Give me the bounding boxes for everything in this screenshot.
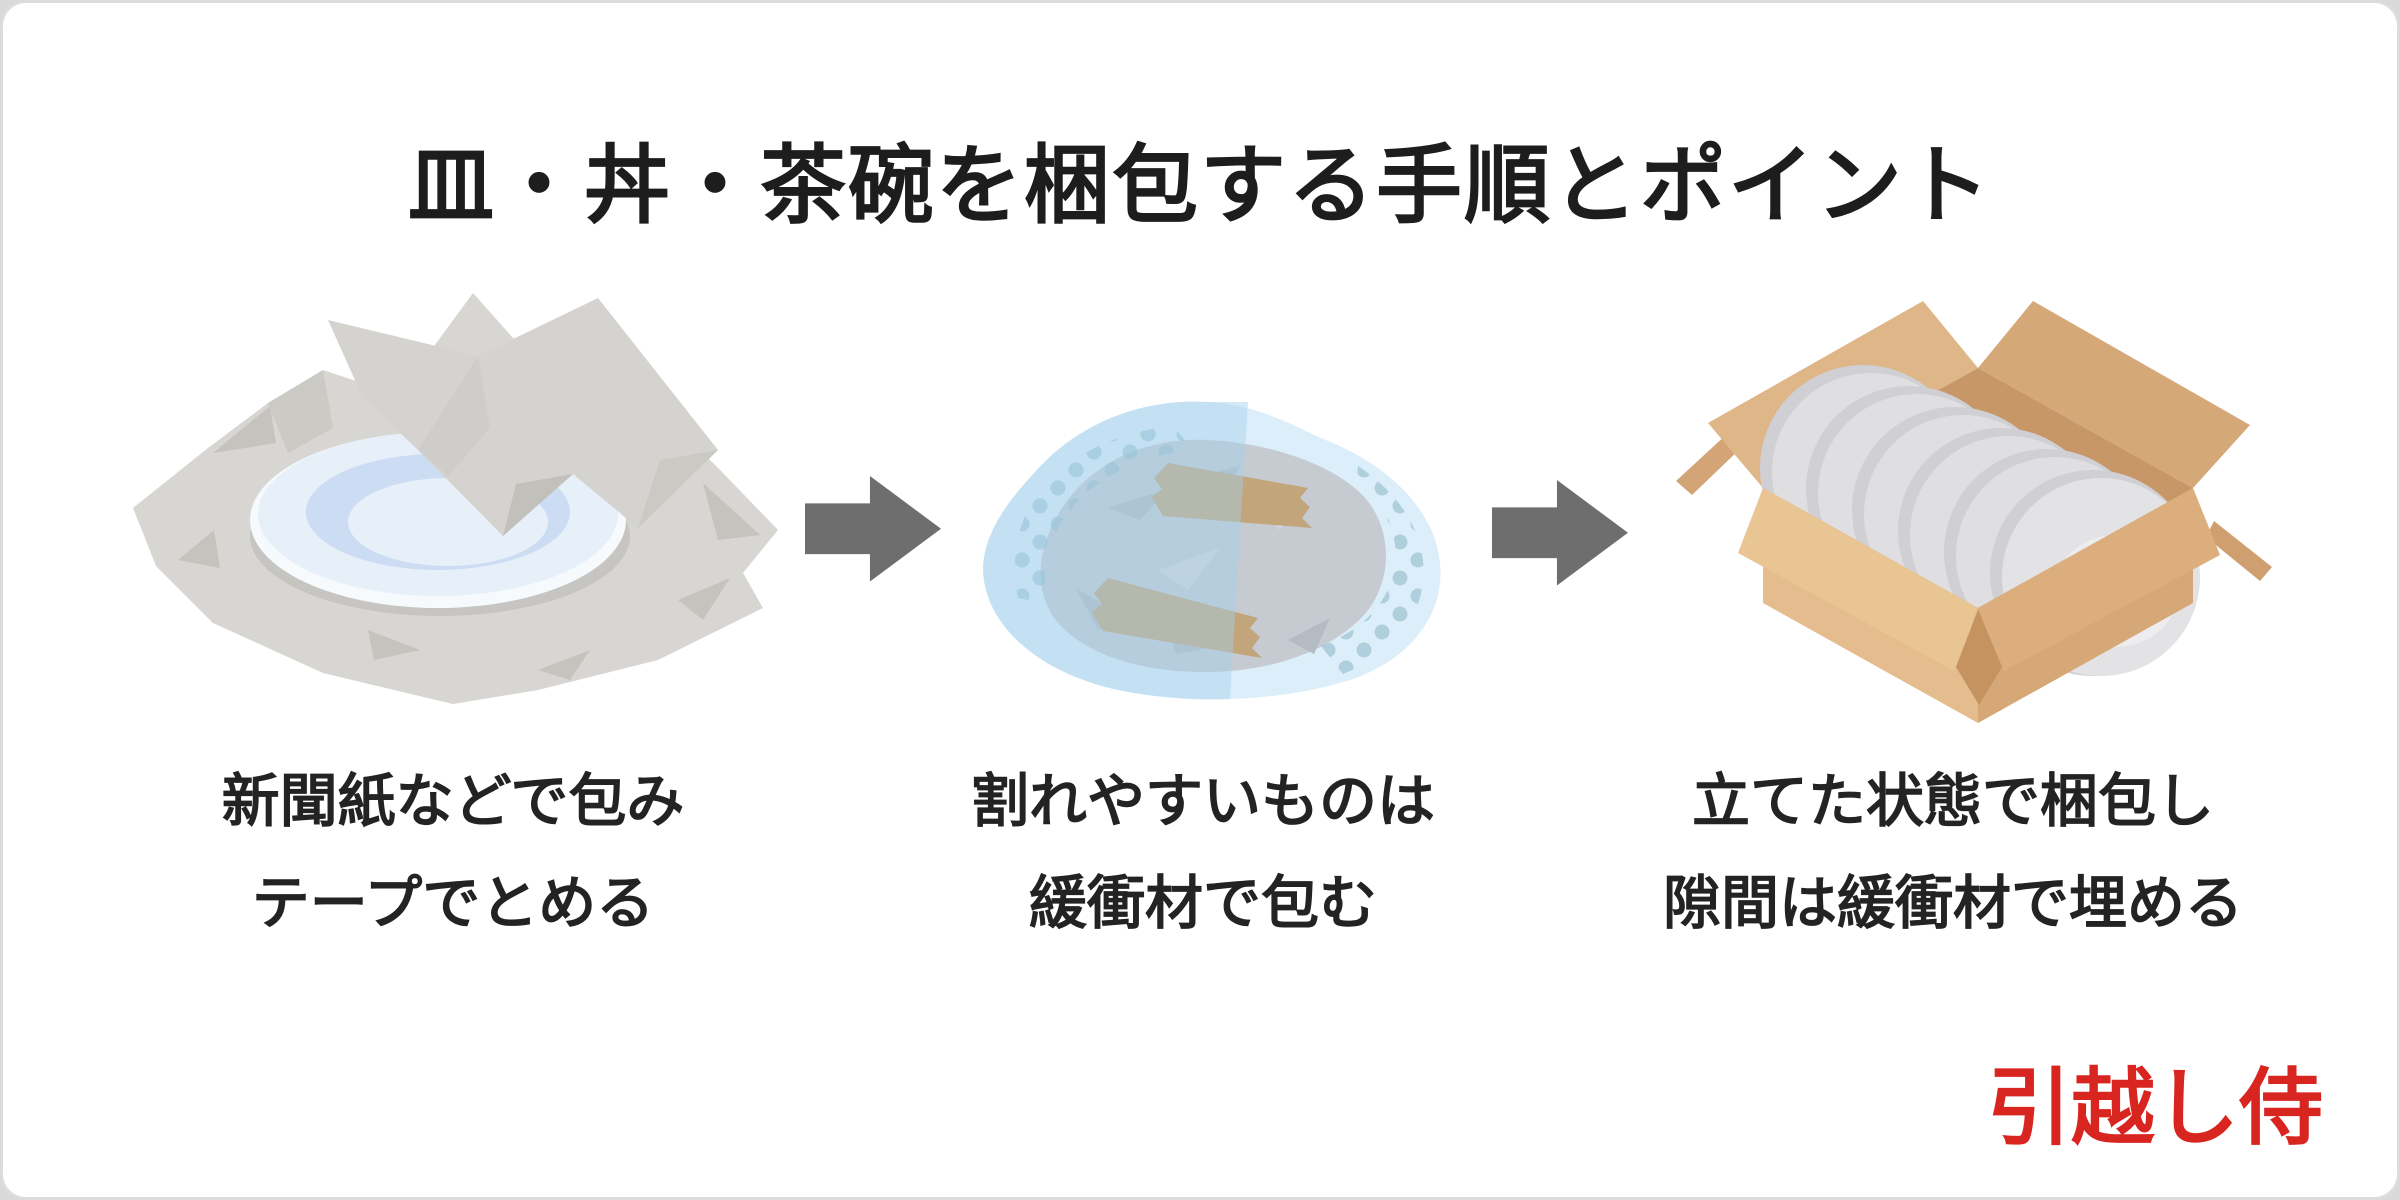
step1-caption: 新聞紙などで包み テープでとめる [103, 751, 803, 955]
bubble-wrap-plate-illustration [958, 388, 1458, 708]
page-title: 皿・丼・茶碗を梱包する手順とポイント [408, 138, 1992, 234]
step2-caption-line2: 緩衝材で包む [1028, 871, 1377, 936]
step3-caption: 立てた状態で梱包し 隙間は緩衝材で埋める [1558, 751, 2348, 955]
cardboard-box-plates-illustration [1668, 273, 2288, 728]
arrow-right-icon [805, 476, 941, 582]
step2-caption-line1: 割れやすいものは [970, 769, 1435, 834]
bubble-wrap-icon [983, 401, 1441, 700]
step2-caption: 割れやすいものは 緩衝材で包む [853, 751, 1553, 955]
newspaper-wrapped-plate-illustration [118, 278, 788, 708]
cardboard-box-icon [1676, 301, 2272, 723]
step1-caption-line2: テープでとめる [251, 871, 655, 936]
newspaper-plate-icon [133, 293, 778, 704]
step3-caption-line2: 隙間は緩衝材で埋める [1662, 871, 2243, 936]
hikkoshi-samurai-logo: 引越し侍 [1986, 1061, 2323, 1155]
arrow-right-icon [1492, 480, 1628, 586]
step3-caption-line1: 立てた状態で梱包し [1691, 769, 2214, 834]
step1-caption-line1: 新聞紙などで包み [221, 769, 685, 834]
